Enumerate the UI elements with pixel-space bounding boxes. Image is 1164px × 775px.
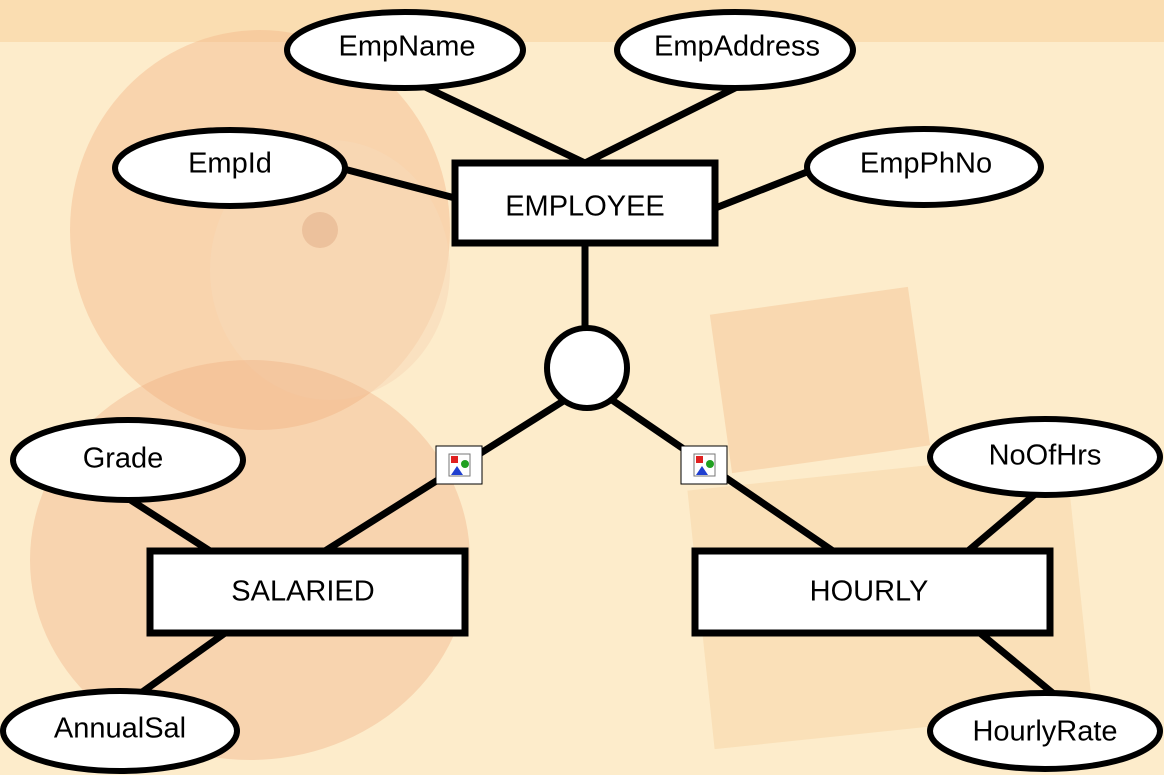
entity-employee[interactable]: EMPLOYEE	[451, 159, 719, 247]
entity-hourly-label: HOURLY	[810, 576, 929, 608]
line-hourlyrate	[976, 629, 1059, 699]
attribute-hourlyrate[interactable]: HourlyRate	[927, 690, 1163, 772]
line-noofhrs	[964, 486, 1044, 555]
line-empid	[336, 164, 459, 202]
line-empphno	[714, 166, 816, 211]
attribute-empname-label: EmpName	[339, 31, 476, 63]
attribute-annualsal-label: AnnualSal	[54, 713, 186, 745]
attribute-annualsal[interactable]: AnnualSal	[0, 688, 240, 774]
attribute-empphno[interactable]: EmpPhNo	[804, 126, 1044, 208]
entity-employee-label: EMPLOYEE	[505, 191, 665, 223]
attribute-grade[interactable]: Grade	[10, 417, 246, 503]
isa-specialization-circle[interactable]	[544, 325, 630, 411]
attribute-empid-label: EmpId	[188, 148, 272, 180]
attribute-grade-label: Grade	[83, 443, 164, 475]
line-empaddress	[581, 84, 739, 167]
attribute-empaddress[interactable]: EmpAddress	[614, 9, 856, 91]
entity-salaried[interactable]: SALARIED	[146, 547, 469, 637]
attribute-empphno-label: EmpPhNo	[860, 148, 992, 180]
attribute-empid[interactable]: EmpId	[112, 127, 348, 209]
entity-salaried-label: SALARIED	[231, 576, 374, 608]
entity-hourly[interactable]: HOURLY	[691, 547, 1054, 637]
attribute-noofhrs-label: NoOfHrs	[989, 440, 1102, 472]
image-placeholder-icon	[435, 445, 483, 485]
attribute-noofhrs[interactable]: NoOfHrs	[927, 416, 1163, 498]
attribute-empaddress-label: EmpAddress	[654, 31, 820, 63]
attribute-empname[interactable]: EmpName	[284, 9, 526, 91]
image-placeholder-icon	[680, 445, 728, 485]
attribute-hourlyrate-label: HourlyRate	[972, 716, 1117, 748]
